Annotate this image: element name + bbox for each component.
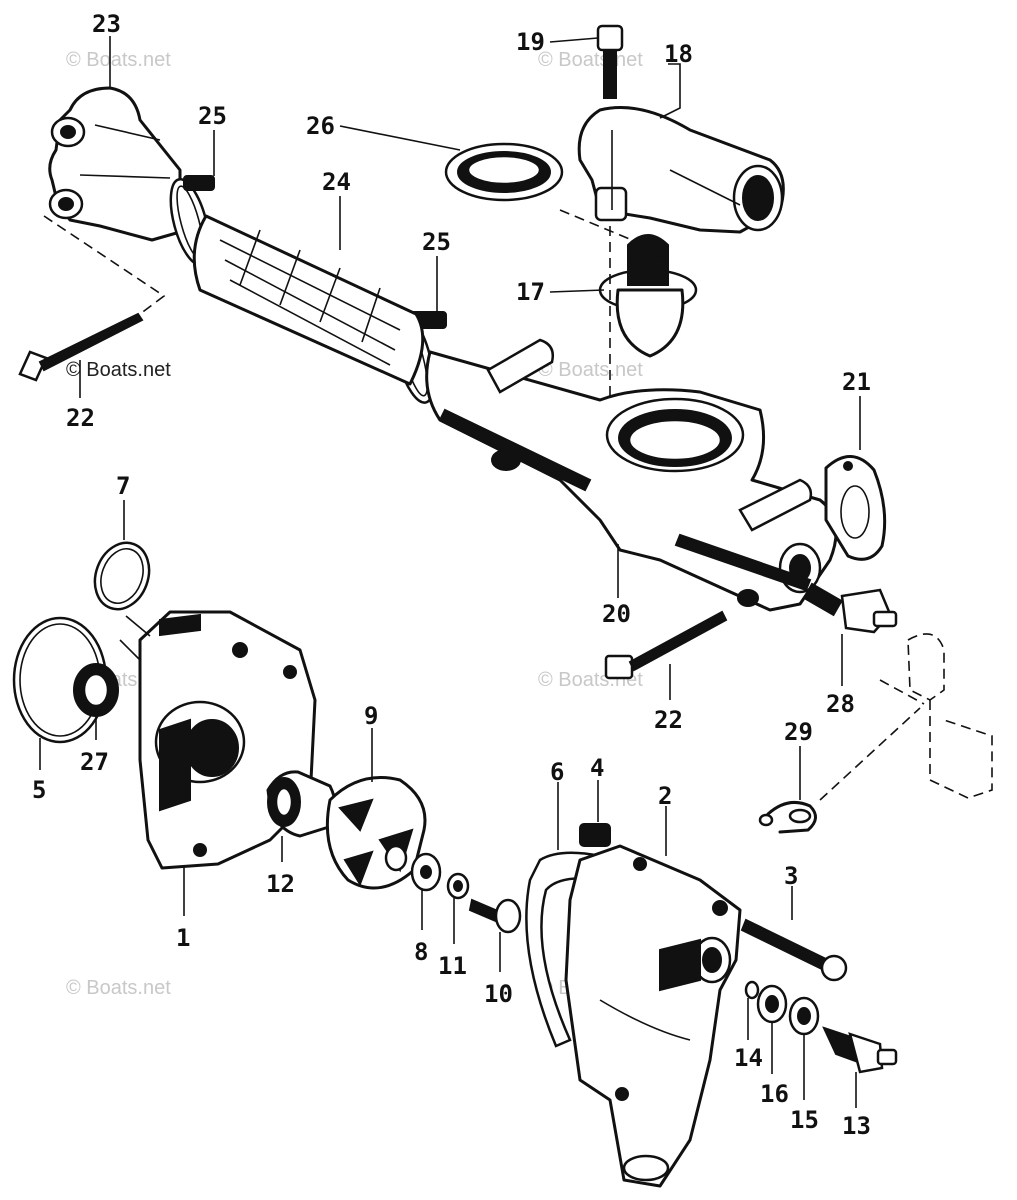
- callout-27: 27: [80, 748, 109, 776]
- part-18-thermostat-cover: [577, 106, 785, 234]
- part-17-thermostat: [598, 234, 698, 358]
- part-13-drain-bolt: [822, 1026, 898, 1074]
- part-14-o-ring: [744, 980, 760, 1000]
- part-3-bolt: [740, 918, 848, 982]
- watermark-top-left: © Boats.net: [66, 49, 171, 71]
- callout-25-right: 25: [422, 228, 451, 256]
- callout-3: 3: [784, 862, 798, 890]
- leader-lines: [39, 36, 921, 1108]
- callout-20: 20: [602, 600, 631, 628]
- callout-15: 15: [790, 1106, 819, 1134]
- part-22-bolt-lower: [604, 610, 728, 680]
- watermark-top-center: © Boats.net: [538, 49, 643, 71]
- part-10-bolt: [468, 898, 522, 934]
- part-11-washer: [446, 872, 470, 900]
- part-22-bolt-upper: [18, 312, 144, 382]
- part-28-temperature-sensor: [802, 582, 898, 634]
- callout-13: 13: [842, 1112, 871, 1140]
- callout-26: 26: [306, 112, 335, 140]
- part-16-washer: [756, 984, 788, 1024]
- callout-6: 6: [550, 758, 564, 786]
- callout-2: 2: [658, 782, 672, 810]
- callout-25-left: 25: [198, 102, 227, 130]
- callout-18: 18: [664, 40, 693, 68]
- part-7-o-ring: [93, 541, 151, 611]
- part-12-mechanical-seal: [266, 770, 337, 838]
- callout-1: 1: [176, 924, 190, 952]
- callout-22-lower: 22: [654, 706, 683, 734]
- callout-12: 12: [266, 870, 295, 898]
- callout-labels: 23 25 26 24 25 19 18 17 21 20 22 22 28 2…: [32, 10, 871, 1140]
- part-21-gasket: [824, 455, 887, 561]
- callout-21: 21: [842, 368, 871, 396]
- part-1-water-pump-body: [119, 610, 317, 870]
- callout-16: 16: [760, 1080, 789, 1108]
- callout-17: 17: [516, 278, 545, 306]
- callout-14: 14: [734, 1044, 763, 1072]
- callout-24: 24: [322, 168, 351, 196]
- part-20-water-pipe-housing: [425, 338, 838, 612]
- callout-8: 8: [414, 938, 428, 966]
- part-23-outlet-elbow: [48, 86, 182, 242]
- callout-9: 9: [364, 702, 378, 730]
- part-27-oil-seal: [73, 663, 119, 717]
- part-8-washer: [410, 852, 442, 892]
- callout-7: 7: [116, 472, 130, 500]
- callout-28: 28: [826, 690, 855, 718]
- callout-10: 10: [484, 980, 513, 1008]
- watermark-mid-center: © Boats.net: [538, 359, 643, 381]
- connector-wiring-dashed: [879, 633, 993, 799]
- watermark-mid-left: © Boats.net: [66, 359, 171, 381]
- callout-11: 11: [438, 952, 467, 980]
- part-26-gasket-ring: [444, 142, 564, 202]
- part-29-wire-clip: [758, 800, 817, 834]
- watermark-bottom-left: © Boats.net: [66, 977, 171, 999]
- callout-4: 4: [590, 754, 604, 782]
- part-19-bolt: [596, 24, 624, 99]
- callout-22-upper: 22: [66, 404, 95, 432]
- part-4-dowel-pin: [579, 823, 611, 847]
- part-15-washer: [788, 996, 820, 1036]
- part-9-impeller: [325, 776, 427, 890]
- callout-23: 23: [92, 10, 121, 38]
- part-24-radiator-hose: [192, 214, 425, 386]
- callout-19: 19: [516, 28, 545, 56]
- part-2-pump-cover: [564, 844, 742, 1188]
- callout-29: 29: [784, 718, 813, 746]
- callout-5: 5: [32, 776, 46, 804]
